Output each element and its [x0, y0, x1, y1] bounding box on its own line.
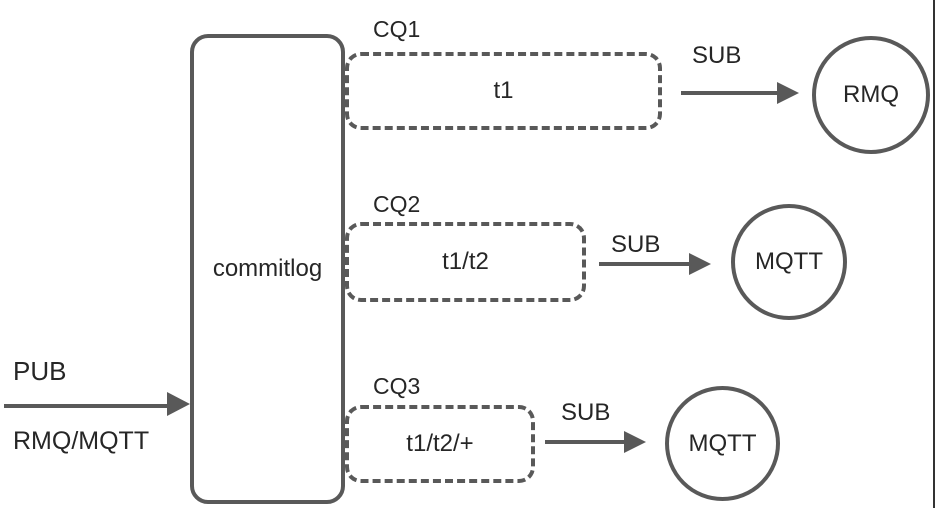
consumer-node-rmq: RMQ	[812, 36, 930, 154]
sub-arrowhead-icon	[689, 253, 711, 275]
sub-arrow-icon	[599, 262, 689, 266]
sub-label-cq3: SUB	[561, 399, 611, 426]
commitlog-box: commitlog	[190, 34, 345, 504]
queue-label-cq1: CQ1	[373, 16, 421, 42]
commitlog-label: commitlog	[212, 255, 323, 282]
consumer-label: RMQ	[843, 81, 899, 108]
consumer-label: MQTT	[755, 248, 823, 275]
queue-label-cq2: CQ2	[373, 191, 421, 217]
sub-label-cq1: SUB	[692, 42, 742, 69]
queue-label-cq3: CQ3	[373, 373, 421, 399]
topic-label: t1/t2/+	[406, 430, 474, 457]
sub-arrow-icon	[681, 91, 777, 95]
consumer-node-mqtt: MQTT	[731, 204, 847, 320]
queue-box-cq1: t1	[345, 52, 662, 130]
queue-box-cq3: t1/t2/+	[345, 405, 535, 483]
queue-box-cq2: t1/t2	[345, 222, 586, 302]
pub-label: PUB	[13, 356, 67, 386]
protocols-label: RMQ/MQTT	[13, 427, 150, 455]
consumer-label: MQTT	[688, 429, 757, 457]
topic-label: t1	[493, 77, 514, 104]
sub-arrowhead-icon	[624, 431, 646, 453]
consumer-node-mqtt: MQTT	[665, 386, 780, 501]
topic-label: t1/t2	[442, 248, 489, 275]
pub-arrowhead-icon	[167, 392, 190, 416]
pub-arrow-icon	[4, 404, 167, 408]
sub-label-cq2: SUB	[611, 231, 661, 258]
right-edge-line	[933, 0, 935, 508]
sub-arrowhead-icon	[777, 82, 799, 104]
sub-arrow-icon	[545, 440, 624, 444]
